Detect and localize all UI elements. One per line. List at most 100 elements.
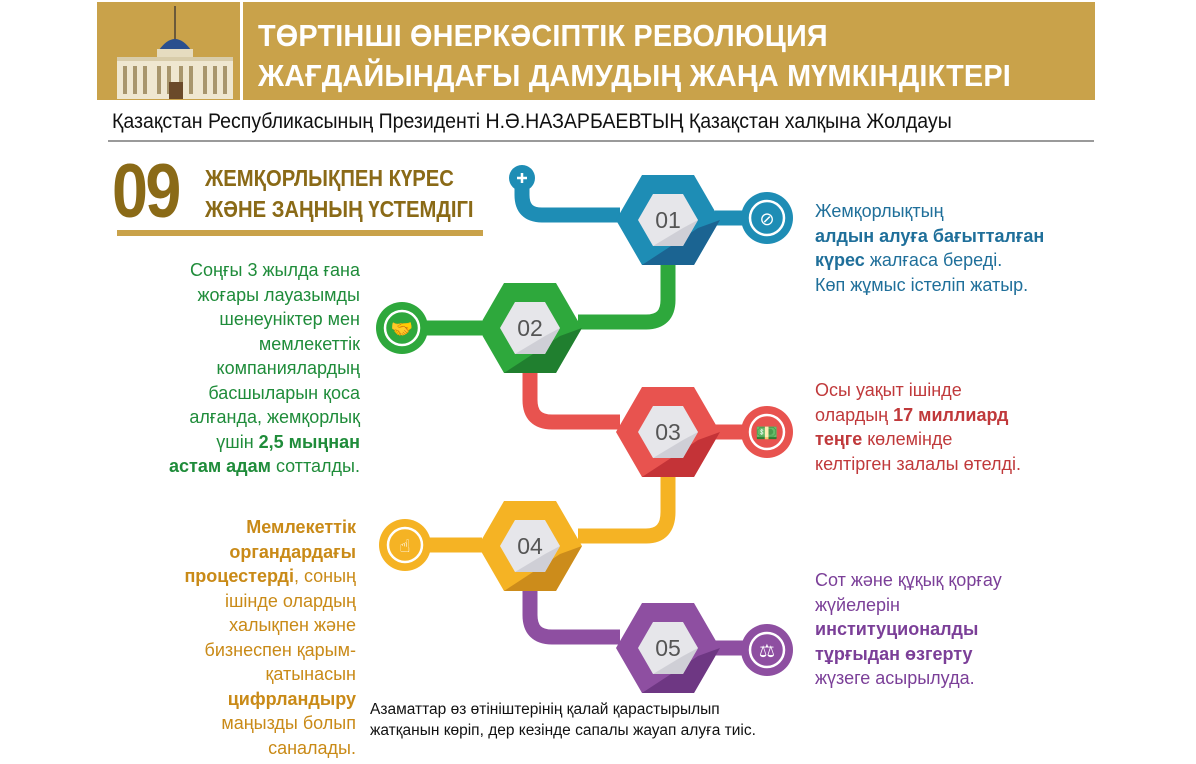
text-line: жүзеге асырылуда. (815, 666, 1002, 691)
bold-text: органдардағы (229, 541, 356, 562)
text: шенеуніктер мен (219, 309, 360, 329)
svg-text:🤝: 🤝 (391, 319, 413, 340)
step-number: 03 (655, 419, 681, 445)
text-line: қатынасын (184, 662, 356, 687)
text-line: шенеуніктер мен (169, 307, 360, 332)
text-line: Соңғы 3 жылда ғана (169, 258, 360, 283)
section-heading-line1: ЖЕМҚОРЛЫҚПЕН КҮРЕС (205, 165, 454, 191)
plus-icon (509, 165, 535, 191)
text-line: институционалды (815, 617, 1002, 642)
section-heading-line2: ЖӘНЕ ЗАҢНЫҢ ҮСТЕМДІГІ (205, 196, 474, 222)
text: маңызды болып (221, 713, 356, 733)
text: қатынасын (265, 664, 356, 684)
bold-text: тұрғыдан өзгерту (815, 643, 973, 664)
footer-note-line2: жатқанын көріп, дер кезінде сапалы жауап… (370, 722, 756, 739)
text: алғанда, жемқорлық (189, 407, 360, 427)
text-line: халықпен және (184, 613, 356, 638)
money-icon: 💵 (741, 406, 793, 458)
text-line: мемлекеттік (169, 332, 360, 357)
text-line: компаниялардың (169, 356, 360, 381)
text-line: үшін 2,5 мыңнан (169, 430, 360, 455)
step-number: 04 (517, 533, 543, 559)
text-line: Сот және құқық қорғау (815, 568, 1002, 593)
palace-icon (97, 2, 240, 100)
pipe-green (578, 265, 676, 330)
text: жалғаса береді. (864, 250, 1003, 270)
bold-text: 17 миллиард (893, 404, 1009, 425)
touchscreen-icon: ☝ (379, 519, 431, 571)
text-line: маңызды болып (184, 711, 356, 736)
bold-text: цифрландыру (227, 688, 356, 709)
text-line: алдын алуға бағытталған (815, 224, 1044, 249)
text-line: бизнеспен қарым- (184, 638, 356, 663)
text: сотталды. (270, 456, 360, 476)
text: , соның (293, 566, 356, 586)
step-02-hexagon: 02 (478, 283, 582, 373)
text: саналады. (268, 737, 356, 758)
divider (108, 140, 1094, 142)
text-line: ішінде олардың (184, 589, 356, 614)
step-number: 01 (655, 207, 681, 233)
text: Осы уақыт ішінде (815, 380, 962, 400)
svg-text:⚖: ⚖ (759, 641, 775, 662)
text: басшыларын қоса (208, 382, 360, 403)
heading-underline (117, 230, 483, 236)
text-line: күрес жалғаса береді. (815, 248, 1044, 273)
gavel-icon: ⚖ (741, 624, 793, 676)
page-title-line1: ТӨРТІНШІ ӨНЕРКӘСІПТІК РЕВОЛЮЦИЯ (258, 18, 828, 53)
text-line: жүйелерін (815, 593, 1002, 618)
text-line: Жемқорлықтың (815, 199, 1044, 224)
text: Жемқорлықтың (815, 201, 944, 221)
bold-text: астам адам (169, 456, 271, 476)
text: бизнеспен қарым- (204, 639, 356, 660)
text-line: процестерді, соның (184, 564, 356, 589)
text-line: Мемлекеттік (184, 515, 356, 540)
text-line: цифрландыру (184, 687, 356, 712)
step-01-hexagon: 01 (616, 175, 720, 265)
text: халықпен және (229, 615, 356, 635)
text-line: тұрғыдан өзгерту (815, 642, 1002, 667)
text-line: Көп жұмыс істеліп жатыр. (815, 273, 1044, 298)
text: ішінде олардың (224, 590, 356, 611)
step-03-hexagon: 03 (616, 387, 720, 477)
text-line: органдардағы (184, 540, 356, 565)
text-line: астам адам сотталды. (169, 454, 360, 479)
text-line: басшыларын қоса (169, 381, 360, 406)
text: жүзеге асырылуда. (815, 668, 975, 688)
footer-note-line1: Азаматтар өз өтініштерінің қалай қарасты… (370, 701, 720, 718)
title-banner (243, 2, 1095, 100)
text-line: теңге көлемінде (815, 427, 1021, 452)
text: Сот және құқық қорғау (815, 570, 1002, 590)
handshake-bribe-icon: 🤝 (376, 302, 428, 354)
text: Көп жұмыс істеліп жатыр. (815, 274, 1029, 295)
bold-text: алдын алуға бағытталған (815, 225, 1045, 246)
svg-text:☝: ☝ (400, 536, 411, 557)
step-05-hexagon: 05 (616, 603, 720, 693)
no-bribe-icon: ⊘ (741, 192, 793, 244)
bold-text: институционалды (815, 619, 979, 639)
section-number: 09 (112, 149, 181, 234)
palace-image-panel (97, 2, 240, 100)
page-title-line2: ЖАҒДАЙЫНДАҒЫ ДАМУДЫҢ ЖАҢА МҮМКІНДІКТЕРІ (258, 58, 1011, 93)
bold-text: теңге (815, 429, 863, 449)
svg-text:⊘: ⊘ (759, 209, 774, 230)
page-subtitle: Қазақстан Республикасының Президенті Н.Ә… (112, 110, 952, 133)
text: жоғары лауазымды (197, 284, 360, 305)
bold-text: 2,5 мыңнан (258, 431, 360, 452)
pipe-red (522, 372, 620, 430)
text: үшін (216, 431, 259, 452)
text-line: саналады. (184, 736, 356, 761)
bold-text: Мемлекеттік (246, 517, 356, 537)
text: көлемінде (862, 429, 953, 449)
pipe-blue (514, 180, 620, 223)
bold-text: күрес (815, 250, 865, 270)
svg-text:💵: 💵 (756, 423, 778, 444)
pipe-yellow (578, 476, 676, 544)
text: Соңғы 3 жылда ғана (190, 260, 360, 280)
step-number: 02 (517, 315, 543, 341)
text: мемлекеттік (258, 333, 360, 354)
